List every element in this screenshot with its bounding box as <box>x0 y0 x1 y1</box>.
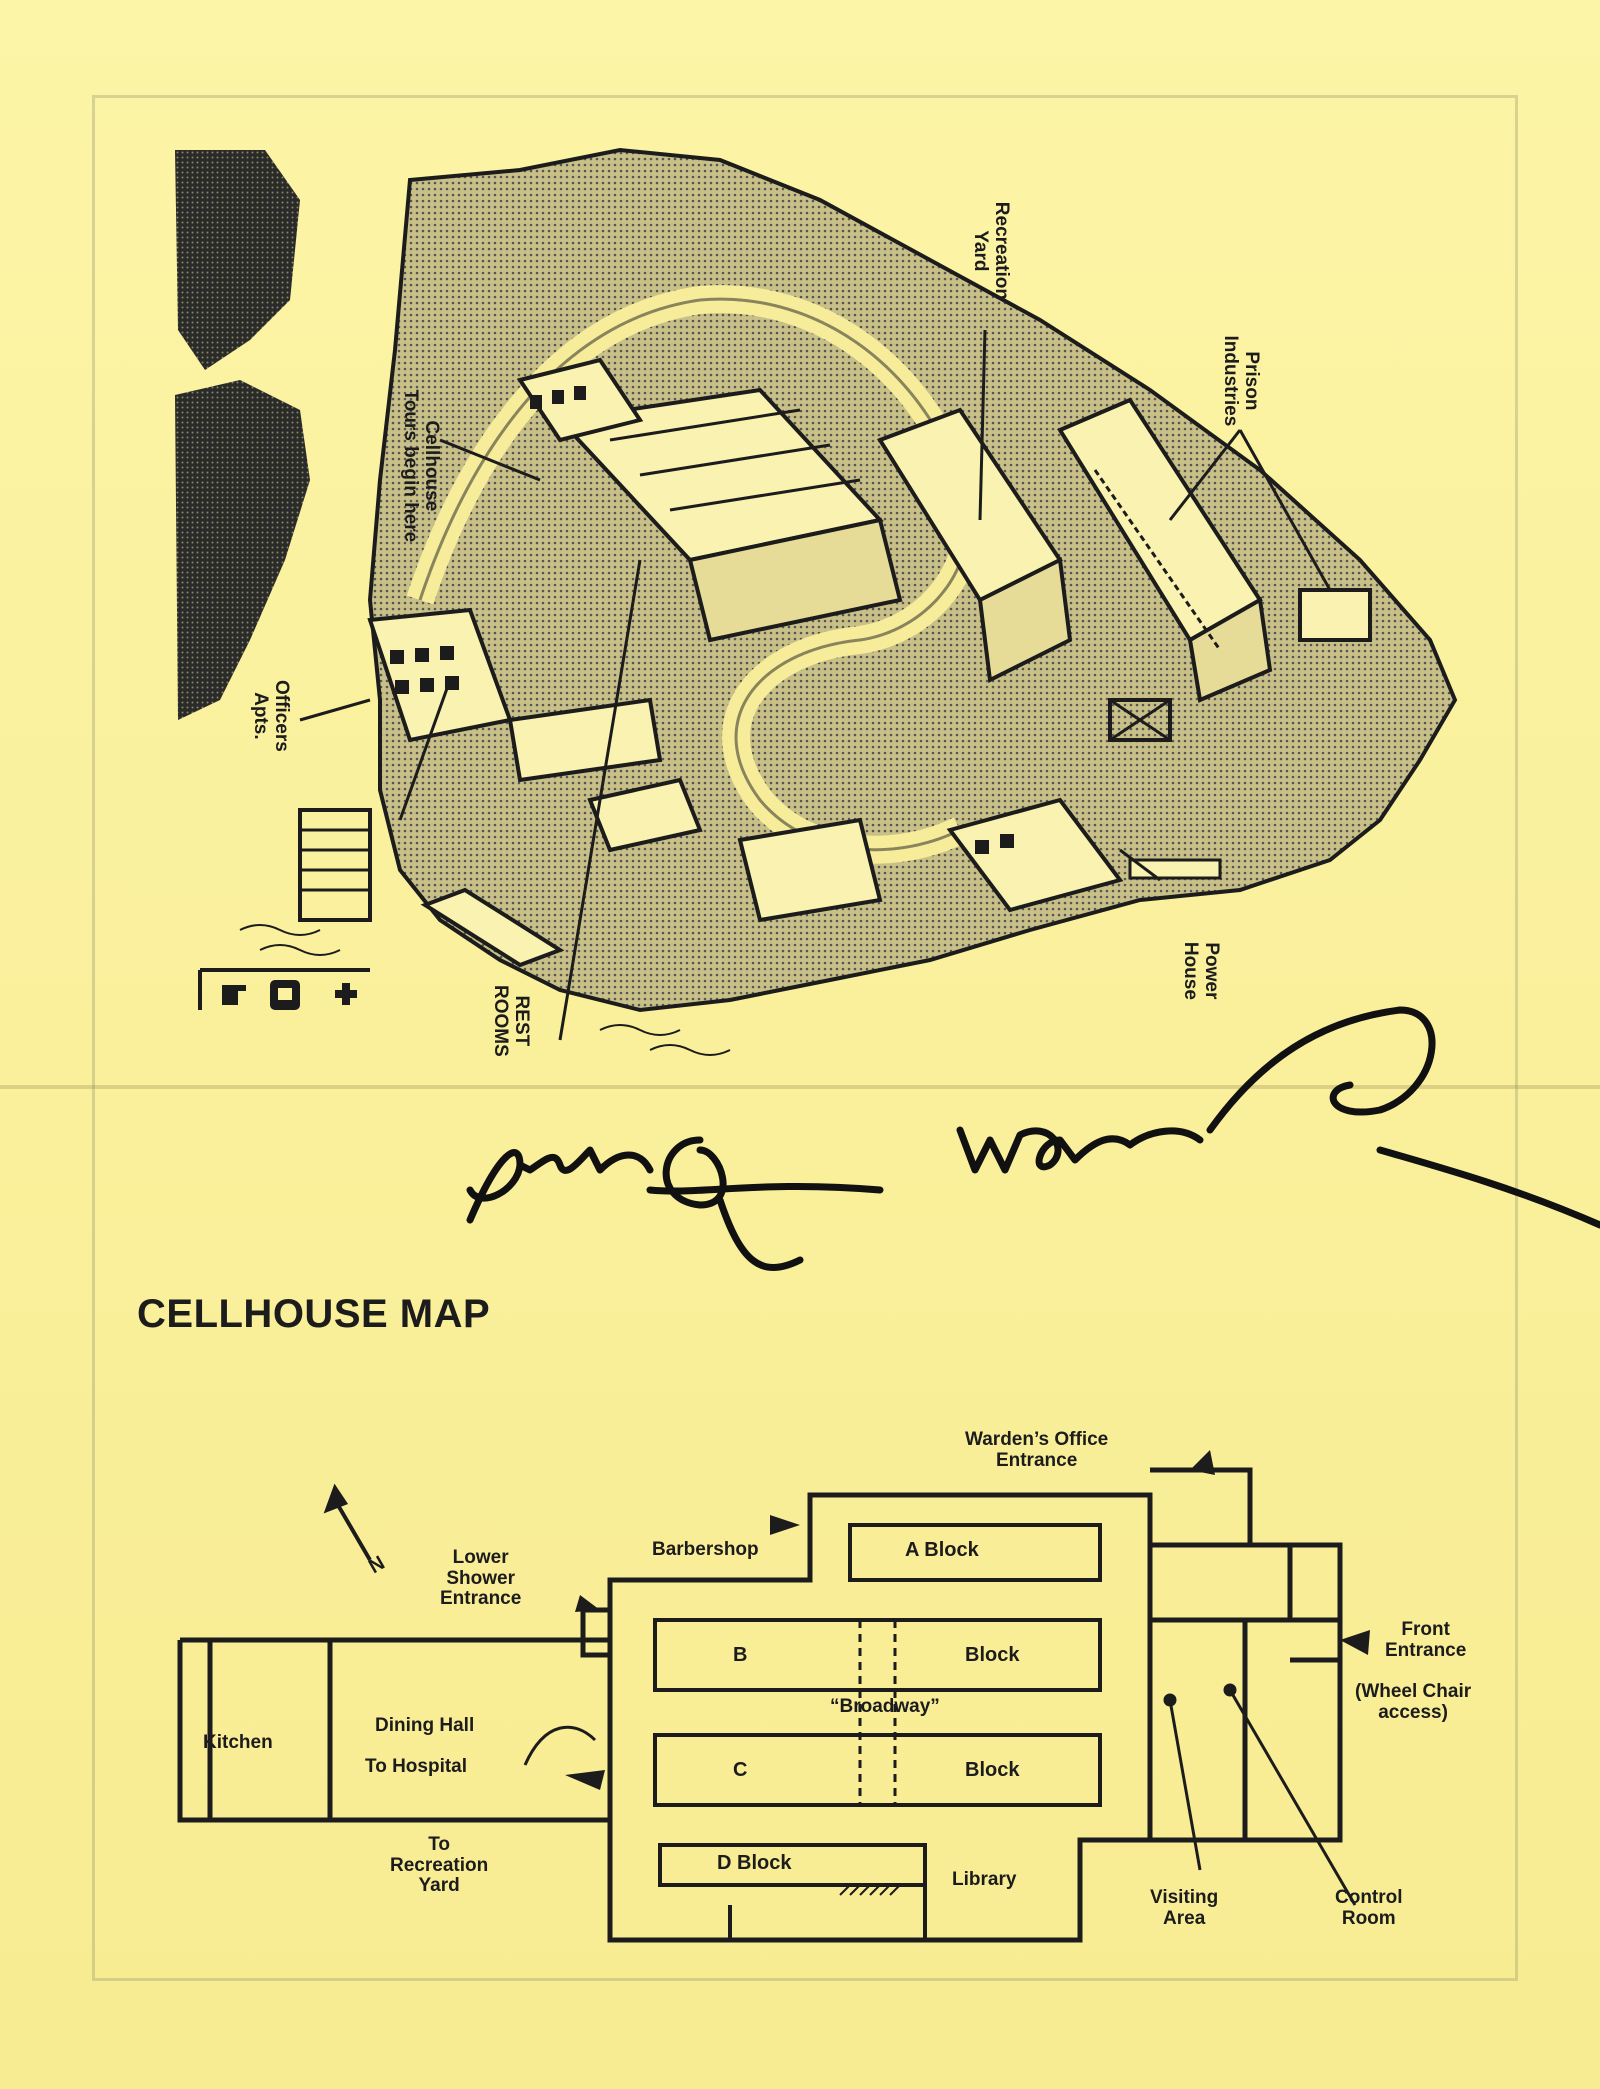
drinking-fountain-icon <box>222 985 246 1005</box>
first-aid-icon <box>335 983 357 1005</box>
officers-apartments-building <box>367 607 663 783</box>
label-broadway: “Broadway” <box>830 1696 940 1717</box>
cliff-edge <box>719 158 1457 701</box>
label-dining-hall: Dining Hall <box>375 1715 475 1736</box>
label-library: Library <box>952 1869 1017 1890</box>
trees-top-left <box>175 150 300 370</box>
label-c: C <box>733 1759 748 1781</box>
water-waves <box>239 924 731 1056</box>
map-legend <box>198 968 370 1010</box>
label-b-block: Block <box>965 1644 1020 1666</box>
dock-buildings <box>298 777 883 923</box>
leader-lines <box>299 329 1332 1041</box>
label-d-block: D Block <box>717 1852 792 1874</box>
prison-industries-building <box>1057 397 1273 703</box>
recreation-yard-building <box>877 407 1073 684</box>
cellhouse-map-title: CELLHOUSE MAP <box>137 1292 491 1336</box>
power-house-building <box>946 797 1222 913</box>
water-tower <box>1108 588 1372 742</box>
trees-left <box>175 380 310 720</box>
cellhouse-building <box>516 357 903 643</box>
page-border <box>92 95 1518 1981</box>
telephone-icon <box>270 980 300 1010</box>
label-to-hospital: To Hospital <box>365 1756 468 1777</box>
label-a-block: A Block <box>905 1539 979 1561</box>
fold-crease <box>0 1085 1600 1089</box>
label-c-block: Block <box>965 1759 1020 1781</box>
island-landmass <box>367 147 1458 1013</box>
label-barbershop: Barbershop <box>652 1539 759 1560</box>
label-b: B <box>733 1644 748 1666</box>
rest-rooms-building <box>420 887 565 968</box>
label-kitchen: Kitchen <box>203 1732 273 1753</box>
alcatraz-island-illustration <box>175 147 1458 1056</box>
